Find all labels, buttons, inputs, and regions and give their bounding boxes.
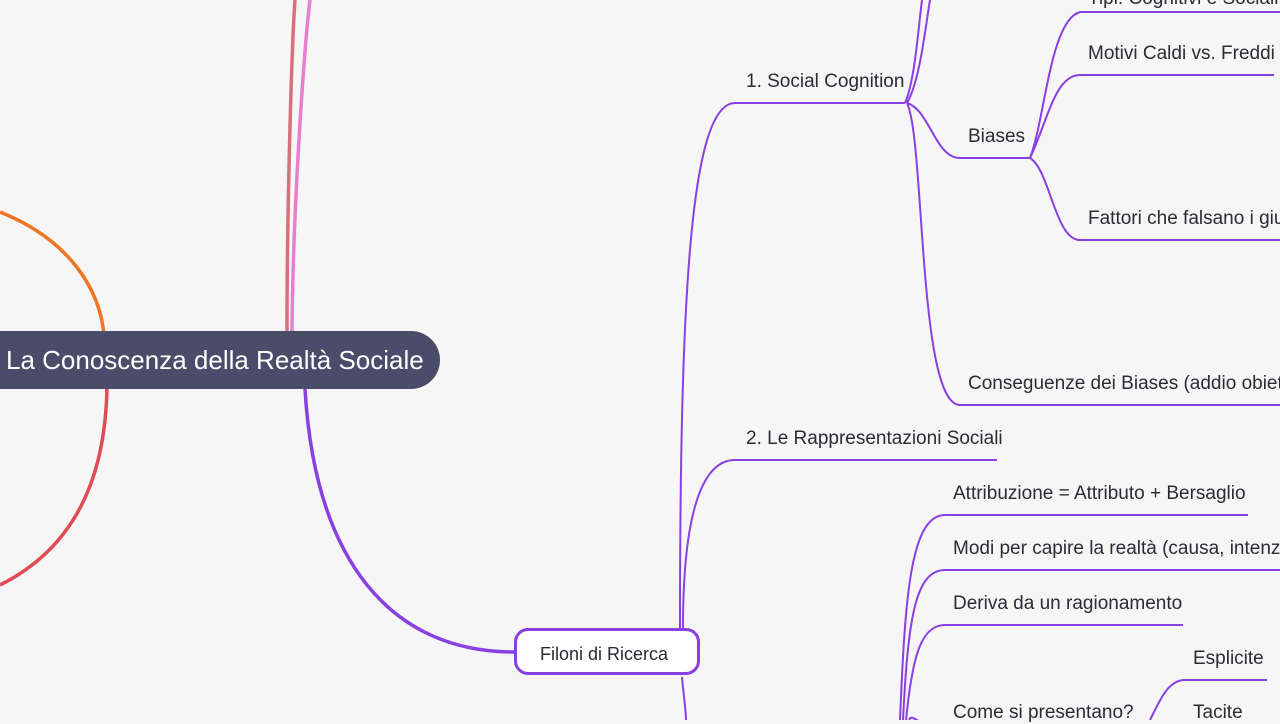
link-come <box>908 716 920 720</box>
filoni-di-ricerca-node[interactable] <box>514 628 700 675</box>
node-biases[interactable]: Biases <box>968 126 1026 147</box>
link-sc-up-1 <box>904 0 923 104</box>
link-modi <box>902 569 1280 720</box>
link-rappresentazioni <box>682 459 997 629</box>
pink-branch-line <box>290 0 312 332</box>
node-modi[interactable]: Modi per capire la realtà (causa, intenz… <box>953 538 1280 559</box>
link-sc-up-2 <box>906 0 931 104</box>
link-social-cognition <box>679 102 905 629</box>
node-rappresentazioni[interactable]: 2. Le Rappresentazioni Sociali <box>746 428 1003 449</box>
rose-branch-line <box>285 0 297 332</box>
link-fattori <box>1029 157 1280 241</box>
node-deriva[interactable]: Deriva da un ragionamento <box>953 593 1183 614</box>
orange-branch-line <box>0 210 106 336</box>
link-attribuzione <box>899 514 1248 720</box>
link-tipi <box>1029 11 1280 159</box>
root-node[interactable] <box>0 331 440 389</box>
link-down <box>681 676 687 720</box>
root-label: La Conoscenza della Realtà Sociale <box>6 345 424 375</box>
link-motivi <box>1029 74 1274 159</box>
node-motivi[interactable]: Motivi Caldi vs. Freddi <box>1088 43 1275 64</box>
link-conseguenze <box>906 102 1280 406</box>
node-esplicite[interactable]: Esplicite <box>1193 648 1264 669</box>
link-deriva <box>905 624 1183 720</box>
node-come-si-presentano[interactable]: Come si presentano? <box>953 702 1134 723</box>
link-esplicite <box>1149 679 1267 720</box>
red-branch-line <box>0 384 109 587</box>
node-attribuzione[interactable]: Attribuzione = Attributo + Bersaglio <box>953 483 1246 504</box>
filoni-di-ricerca-label: Filoni di Ricerca <box>540 644 669 664</box>
node-fattori[interactable]: Fattori che falsano i giudizi <box>1088 208 1280 229</box>
node-tipi-cognitivi[interactable]: Tipi: Cognitivi e Sociali <box>1088 0 1278 10</box>
node-social-cognition[interactable]: 1. Social Cognition <box>746 71 905 92</box>
link-biases <box>906 102 1030 159</box>
node-conseguenze[interactable]: Conseguenze dei Biases (addio obiettivit… <box>968 373 1280 394</box>
filoni-branch-line <box>303 388 515 654</box>
node-tacite[interactable]: Tacite <box>1193 702 1243 723</box>
